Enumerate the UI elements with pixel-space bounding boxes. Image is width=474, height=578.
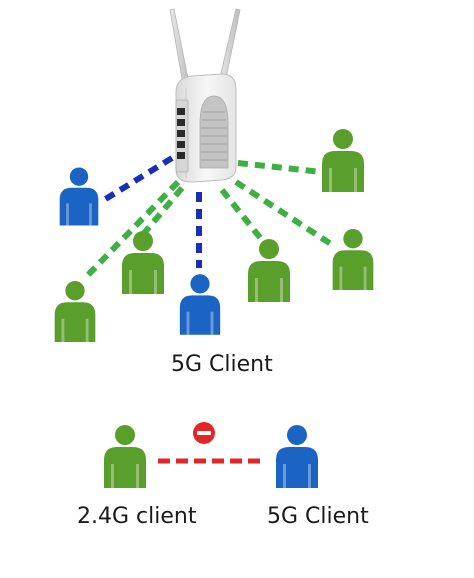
client-24g-top-right: [322, 129, 364, 192]
top-5g-client-label: 5G Client: [171, 352, 273, 377]
legend-5g-client-label: 5G Client: [267, 504, 369, 529]
client-24g-left: [122, 231, 164, 294]
no-entry-icon: [193, 422, 215, 444]
client-24g-right: [332, 228, 374, 290]
client-5g-left: [59, 167, 99, 226]
link-24g-far-left: [85, 179, 181, 278]
access-point-router-icon: [169, 8, 241, 183]
link-24g-right: [234, 179, 336, 249]
client-5g-center: [179, 274, 221, 335]
client-24g-center-right: [248, 239, 290, 302]
legend-5g-client: [276, 425, 318, 488]
legend-24g-client: [104, 425, 146, 488]
legend-24g-client-label: 2.4G client: [77, 504, 197, 529]
link-24g-left: [137, 186, 185, 240]
link-5g-left: [102, 155, 174, 203]
link-24g-top-right: [237, 160, 323, 175]
client-24g-far-left: [54, 280, 96, 342]
link-24g-center-right: [219, 188, 265, 242]
wireless-links: [85, 155, 336, 278]
